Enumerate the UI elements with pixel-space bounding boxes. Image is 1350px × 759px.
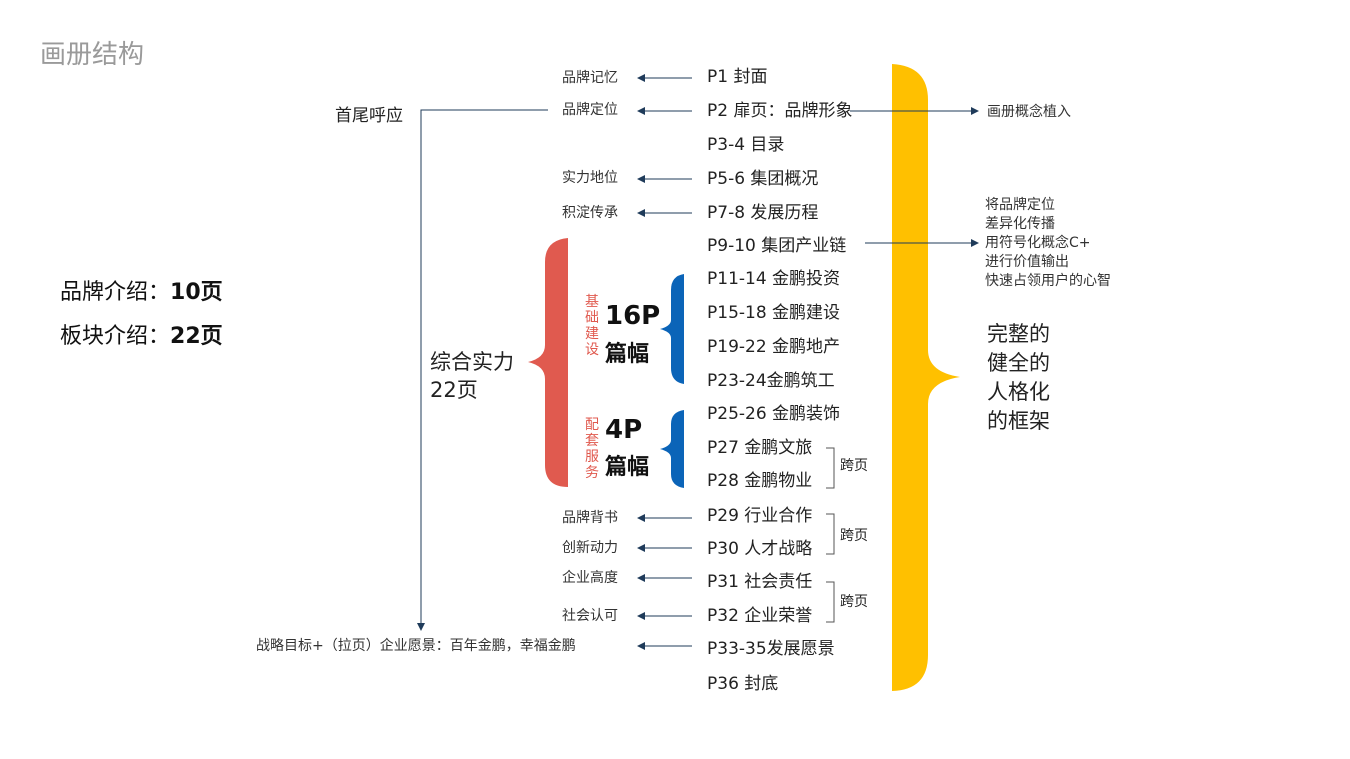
page-item-p28: P28 金鹏物业: [707, 471, 813, 491]
comprehensive-label: 综合实力 22页: [430, 348, 514, 404]
spread-bracket-1: [826, 447, 835, 489]
summary-sector: 板块介绍：22页: [60, 318, 223, 350]
note-brand-endorse: 品牌背书: [562, 510, 618, 526]
strategy-line: 进行价值输出: [985, 254, 1069, 270]
summary-brand: 品牌介绍：10页: [60, 274, 223, 306]
page-item-p30: P30 人才战略: [707, 539, 813, 559]
concept-note: 画册概念植入: [987, 104, 1071, 120]
summary-brand-prefix: 品牌介绍：: [60, 280, 171, 305]
strategy-line: 用符号化概念C+: [985, 235, 1091, 251]
note-enterprise-height: 企业高度: [562, 570, 618, 586]
basic-unit: 篇幅: [605, 342, 650, 367]
strategy-line: 差异化传播: [985, 216, 1055, 232]
strategy-line: 将品牌定位: [985, 197, 1055, 213]
spread-label-3: 跨页: [840, 594, 868, 610]
red-brace: [528, 238, 568, 487]
page-item-p23-24: P23-24金鹏筑工: [707, 371, 835, 391]
note-social-recognition: 社会认可: [562, 608, 618, 624]
page-item-p19-22: P19-22 金鹏地产: [707, 337, 841, 357]
basic-construction-vertical: 基础建设: [585, 294, 599, 358]
note-innovation: 创新动力: [562, 540, 618, 556]
frame-note: 完整的 健全的 人格化 的框架: [987, 320, 1050, 436]
note-strategy-goal: 战略目标+（拉页）企业愿景：百年金鹏，幸福金鹏: [256, 638, 576, 654]
comprehensive-line1: 综合实力: [430, 350, 514, 374]
page-item-p36: P36 封底: [707, 674, 779, 694]
note-brand-memory: 品牌记忆: [562, 70, 618, 86]
yellow-brace: [892, 64, 960, 691]
arrow-head-tail: [417, 109, 548, 631]
frame-line: 的框架: [987, 409, 1050, 433]
strategy-line: 快速占领用户的心智: [985, 273, 1111, 289]
summary-sector-value: 22页: [170, 324, 223, 349]
page-item-p32: P32 企业荣誉: [707, 606, 813, 626]
spread-label-2: 跨页: [840, 528, 868, 544]
support-unit: 篇幅: [605, 455, 650, 480]
page-item-p2: P2 扉页：品牌形象: [707, 101, 853, 121]
page-item-p5-6: P5-6 集团概况: [707, 169, 819, 189]
spread-label-1: 跨页: [840, 458, 868, 474]
support-count: 4P: [605, 415, 643, 445]
spread-bracket-2: [826, 513, 835, 555]
frame-line: 健全的: [987, 351, 1050, 375]
page-item-p7-8: P7-8 发展历程: [707, 203, 819, 223]
comprehensive-line2: 22页: [430, 378, 478, 402]
page-item-p1: P1 封面: [707, 67, 768, 87]
summary-brand-value: 10页: [170, 280, 223, 305]
blue-brace-support: [660, 410, 684, 488]
page-title: 画册结构: [40, 40, 145, 70]
page-item-p3-4: P3-4 目录: [707, 135, 785, 155]
page-item-p15-18: P15-18 金鹏建设: [707, 303, 841, 323]
note-brand-position: 品牌定位: [562, 102, 618, 118]
page-item-p27: P27 金鹏文旅: [707, 438, 813, 458]
strategy-note: 将品牌定位 差异化传播 用符号化概念C+ 进行价值输出 快速占领用户的心智: [985, 196, 1111, 291]
page-item-p31: P31 社会责任: [707, 572, 813, 592]
note-strength-status: 实力地位: [562, 170, 618, 186]
support-service-vertical: 配套服务: [585, 417, 599, 481]
blue-brace-basic: [660, 274, 684, 384]
head-tail-label: 首尾呼应: [335, 106, 403, 126]
note-heritage: 积淀传承: [562, 205, 618, 221]
page-item-p11-14: P11-14 金鹏投资: [707, 269, 841, 289]
page-item-p29: P29 行业合作: [707, 506, 813, 526]
page-item-p33-35: P33-35发展愿景: [707, 639, 835, 659]
frame-line: 完整的: [987, 322, 1050, 346]
page-item-p9-10: P9-10 集团产业链: [707, 236, 847, 256]
page-item-p25-26: P25-26 金鹏装饰: [707, 404, 841, 424]
frame-line: 人格化: [987, 380, 1050, 404]
summary-sector-prefix: 板块介绍：: [60, 324, 171, 349]
spread-bracket-3: [826, 581, 835, 623]
basic-count: 16P: [605, 301, 661, 331]
